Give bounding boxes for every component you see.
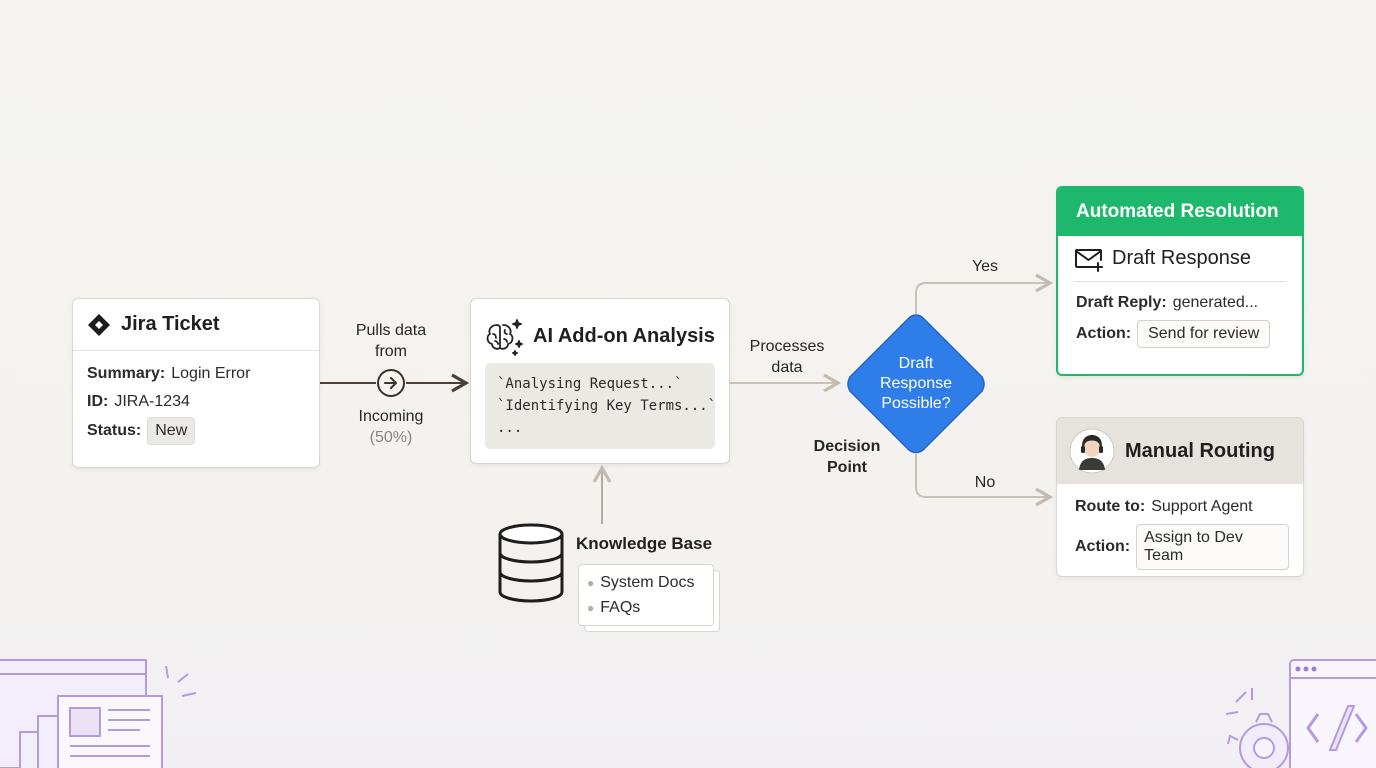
manual-action-key: Action: [1075,538,1131,555]
jira-id-row: ID: JIRA-1234 [87,393,305,411]
yes-label: Yes [971,258,999,275]
decision-text: Draft Response Possible? [879,355,953,412]
jira-summary-value: Login Error [171,365,251,382]
knowledge-base-list: ●System Docs ●FAQs [578,564,714,626]
draft-reply-row: Draft Reply: generated... [1076,294,1286,312]
code-gear-illustration-icon [1216,656,1376,768]
process-label: Processes data [749,338,825,376]
document-illustration-icon [0,656,210,768]
ai-log-panel: `Analysing Request...` `Identifying Key … [485,363,717,449]
no-label: No [974,474,996,491]
ai-analysis-card[interactable]: AI Add-on Analysis `Analysing Request...… [470,298,730,464]
jira-ticket-header: Jira Ticket [73,299,319,351]
automated-action-row: Action: Send for review [1076,320,1286,348]
route-to-row: Route to: Support Agent [1075,498,1289,516]
ai-log-line: `Identifying Key Terms...` [497,398,717,414]
pull-label-bottom: Incoming (50%) [358,408,424,446]
ai-analysis-title: AI Add-on Analysis [533,324,715,347]
ai-log-line: `Analysing Request...` [497,376,683,392]
kb-item: ●System Docs [587,573,695,591]
pull-label-top: Pulls data from [355,322,427,360]
decision-diamond[interactable]: Draft Response Possible? [844,312,988,456]
manual-routing-card[interactable]: Manual Routing Route to: Support Agent A… [1056,417,1304,577]
knowledge-base-title: Knowledge Base [576,534,713,553]
jira-summary-key: Summary: [87,365,166,382]
kb-item: ●FAQs [587,598,641,616]
automated-resolution-header: Automated Resolution [1058,188,1302,236]
assign-to-dev-team-button[interactable]: Assign to Dev Team [1136,524,1289,570]
status-badge: New [147,417,196,445]
jira-id-key: ID: [87,393,109,410]
jira-diamond-icon [87,313,111,337]
automated-action-key: Action: [1076,325,1132,342]
support-agent-avatar-icon [1069,428,1115,474]
jira-status-key: Status: [87,422,142,439]
mail-plus-icon [1074,246,1104,272]
ai-analysis-header: AI Add-on Analysis [471,299,729,359]
jira-ticket-card[interactable]: Jira Ticket Summary: Login Error ID: JIR… [72,298,320,468]
route-to-value: Support Agent [1151,498,1253,515]
jira-id-value: JIRA-1234 [114,393,190,410]
draft-reply-value: generated... [1172,294,1259,311]
jira-summary-row: Summary: Login Error [87,365,305,383]
manual-routing-title: Manual Routing [1125,439,1275,462]
jira-ticket-title: Jira Ticket [121,313,220,335]
draft-response-title: Draft Response [1112,247,1251,269]
jira-status-row: Status: New [87,417,305,445]
route-to-key: Route to: [1075,498,1146,515]
automated-resolution-card[interactable]: Automated Resolution Draft Response Draf… [1056,186,1304,376]
manual-action-row: Action: Assign to Dev Team [1075,524,1289,570]
yes-connector [915,273,1054,314]
no-connector [915,454,1054,507]
arrow-right-circle-icon [376,368,406,398]
brain-sparkle-icon [483,315,525,357]
send-for-review-button[interactable]: Send for review [1137,320,1271,348]
database-icon [496,522,566,604]
ai-log-line: ... [497,420,523,436]
draft-response-heading: Draft Response [1074,236,1286,282]
draft-reply-key: Draft Reply: [1076,294,1167,311]
decision-caption: Decision Point [813,438,881,476]
manual-routing-header: Manual Routing [1057,418,1303,484]
